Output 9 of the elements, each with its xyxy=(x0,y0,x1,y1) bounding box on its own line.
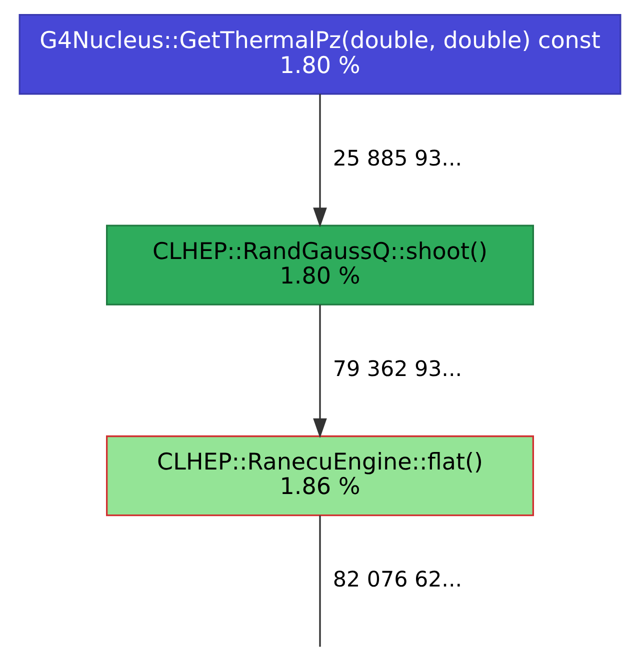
connector xyxy=(318,515,320,647)
edge-label: 82 076 62... xyxy=(332,568,462,593)
edge-label: 25 885 93... xyxy=(332,146,462,172)
node-box: G4Nucleus::GetThermalPz(double, double) const 1.80 % xyxy=(18,14,621,95)
edge-label: 79 362 93... xyxy=(332,357,462,382)
node-box: CLHEP::RanecuEngine::flat() 1.86 % xyxy=(106,435,534,516)
node-box: CLHEP::RandGaussQ::shoot() 1.80 % xyxy=(106,224,534,306)
arrow xyxy=(312,304,326,438)
arrow xyxy=(312,94,326,228)
